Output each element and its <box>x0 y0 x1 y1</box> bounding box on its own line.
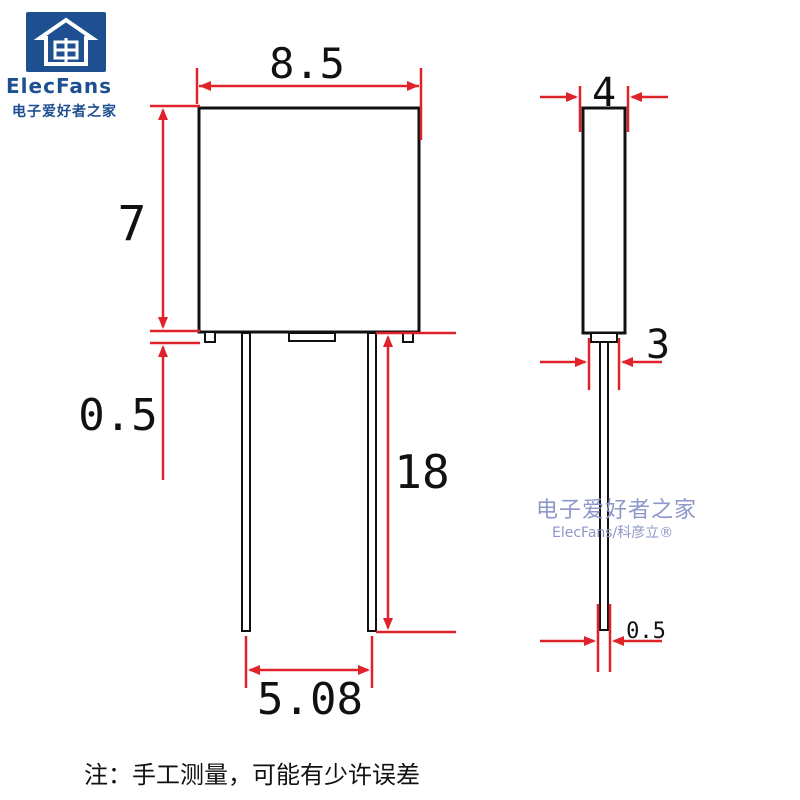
watermark-chinese: 电子爱好者之家 <box>536 498 698 523</box>
thickness-label: 4 <box>592 70 616 116</box>
standoff-foot-left <box>204 331 216 343</box>
center-tab <box>288 332 336 342</box>
lead-left <box>241 332 251 632</box>
measurement-note: 注：手工测量，可能有少许误差 <box>84 761 420 789</box>
side-dimension-lines <box>540 86 668 672</box>
lead-length-label: 18 <box>394 445 449 499</box>
logo-subtitle-text: 电子爱好者之家 <box>12 104 117 120</box>
side-view <box>581 106 627 631</box>
height-label: 7 <box>118 196 147 252</box>
watermark-english: ElecFans/科彦立® <box>552 525 674 541</box>
logo-icon <box>26 12 106 72</box>
side-base <box>590 332 618 343</box>
front-view <box>197 106 421 632</box>
elecfans-house-logo-icon <box>33 17 99 66</box>
side-dimension-arrows <box>566 92 642 646</box>
front-dimension-arrows <box>158 81 419 675</box>
lead-diameter-label: 0.5 <box>626 619 666 644</box>
capacitor-body-front <box>197 106 421 334</box>
logo-brand-text: ElecFans <box>6 74 113 98</box>
front-dimension-lines <box>150 68 456 688</box>
side-lead <box>599 341 609 631</box>
pitch-label: 5.08 <box>257 674 363 725</box>
capacitor-body-side <box>581 106 627 335</box>
lead-right <box>367 332 377 632</box>
standoff-label: 0.5 <box>78 390 157 441</box>
width-label: 8.5 <box>269 39 345 88</box>
base-label: 3 <box>646 322 670 368</box>
